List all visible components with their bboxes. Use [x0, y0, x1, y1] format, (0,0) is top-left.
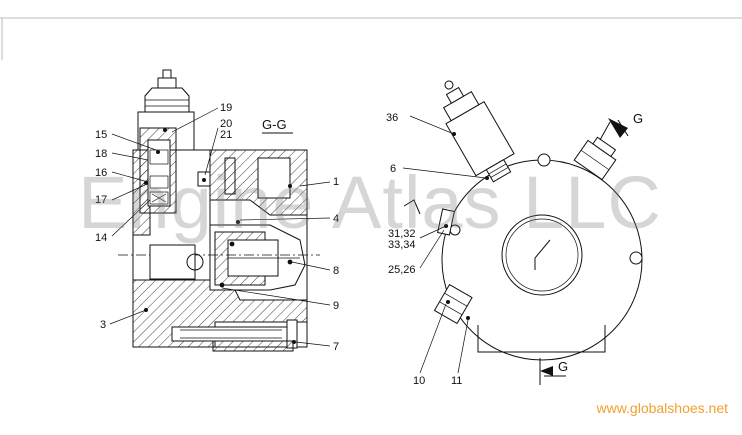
callout-31-32: 31,32 [388, 228, 416, 240]
callout-15: 15 [95, 129, 107, 141]
callout-17: 17 [95, 194, 107, 206]
fitting-lower-left [433, 283, 473, 325]
bolt [171, 326, 291, 342]
side-bore [149, 244, 196, 280]
callout-14: 14 [95, 232, 107, 244]
lower-plate [212, 340, 294, 352]
section-label-g-bottom: G [558, 359, 568, 374]
section-title-gg: G-G [262, 117, 287, 132]
base-mount [477, 325, 606, 353]
section-view-gg [118, 69, 320, 352]
connector [157, 77, 177, 89]
callout-4: 4 [333, 213, 339, 225]
site-url-text: www.globalshoes.net [596, 400, 728, 416]
callout-18: 18 [95, 148, 107, 160]
upper-port-wall [224, 157, 236, 195]
section-arrow-bottom [540, 366, 553, 376]
callout-19: 19 [220, 102, 232, 114]
callout-11: 11 [451, 375, 462, 387]
callout-1: 1 [333, 176, 339, 188]
callout-36: 36 [386, 112, 398, 124]
shaft-bore [501, 214, 583, 296]
callout-8: 8 [333, 265, 339, 277]
callout-7: 7 [333, 341, 339, 353]
callout-6: 6 [390, 163, 396, 175]
callout-9: 9 [333, 300, 339, 312]
callout-20: 20 [220, 118, 232, 130]
fitting-top-right [573, 136, 617, 181]
section-label-g-top: G [633, 111, 643, 126]
callout-16: 16 [95, 167, 107, 179]
cartridge [147, 139, 171, 207]
upper-port [257, 157, 291, 199]
exterior-view [403, 80, 643, 385]
solenoid-36 [442, 80, 515, 183]
connector-pin [162, 69, 172, 79]
callout-10: 10 [413, 375, 425, 387]
section-arrow-top [608, 118, 628, 138]
callout-21: 21 [220, 129, 232, 141]
callout-3: 3 [100, 319, 106, 331]
pump-body-circle [441, 159, 643, 361]
shaft-key [534, 239, 551, 270]
callout-33-34: 33,34 [388, 239, 416, 251]
leader-lines-left [109, 107, 331, 347]
leader-lines-right [402, 115, 487, 374]
callout-25-26: 25,26 [388, 264, 416, 276]
